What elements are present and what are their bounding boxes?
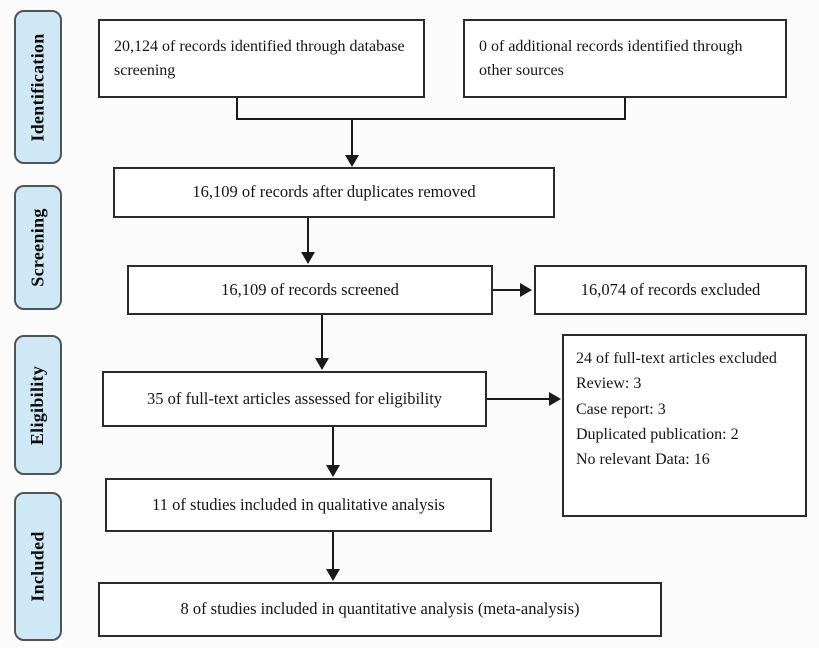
arrow-to-records-excluded-head [520,283,532,297]
box-qualitative-text: 11 of studies included in qualitative an… [152,494,445,514]
arrow-to-qualitative-head [326,465,340,477]
box-qualitative: 11 of studies included in qualitative an… [105,478,492,532]
fulltext-excluded-line: 24 of full-text articles excluded [576,350,777,367]
fulltext-excluded-line: Review: 3 [576,375,642,393]
box-records-identified: 20,124 of records identified through dat… [98,19,425,98]
arrow-to-quantitative-head [326,569,340,581]
box-fulltext-assessed-text: 35 of full-text articles assessed for el… [146,388,443,408]
arrow-to-duplicates-head [345,155,359,167]
box-records-excluded-text: 16,074 of records excluded [580,279,761,299]
box-quantitative: 8 of studies included in quantitative an… [98,582,662,637]
fulltext-excluded-line: No relevant Data: 16 [576,451,710,469]
stage-identification: Identification [14,10,62,164]
arrow-to-screened-head [301,252,315,264]
fulltext-excluded-line: Duplicated publication: 2 [576,425,739,443]
stage-screening-label: Screening [27,208,48,287]
fulltext-excluded-line: Case report: 3 [576,400,666,418]
box-after-duplicates: 16,109 of records after duplicates remov… [113,167,555,218]
box-quantitative-text: 8 of studies included in quantitative an… [180,599,580,619]
box-records-identified-text: 20,124 of records identified through dat… [114,37,405,79]
stage-included: Included [14,492,62,641]
box-fulltext-assessed: 35 of full-text articles assessed for el… [102,371,487,427]
box-additional-records-text: 0 of additional records identified throu… [479,37,743,79]
box-fulltext-excluded: 24 of full-text articles excluded Review… [562,334,807,517]
stage-included-label: Included [27,531,48,602]
arrow-to-fulltext-head [315,358,329,370]
stage-screening: Screening [14,185,62,310]
box-records-excluded: 16,074 of records excluded [534,265,807,315]
stage-identification-label: Identification [27,32,48,142]
box-records-screened-text: 16,109 of records screened [221,279,399,299]
stage-eligibility: Eligibility [14,335,62,475]
arrow-to-fulltext-excluded-head [549,392,561,406]
box-records-screened: 16,109 of records screened [127,265,493,315]
merge-connector [236,98,626,120]
box-additional-records: 0 of additional records identified throu… [463,19,787,98]
stage-eligibility-label: Eligibility [27,365,48,445]
box-after-duplicates-text: 16,109 of records after duplicates remov… [192,182,476,202]
